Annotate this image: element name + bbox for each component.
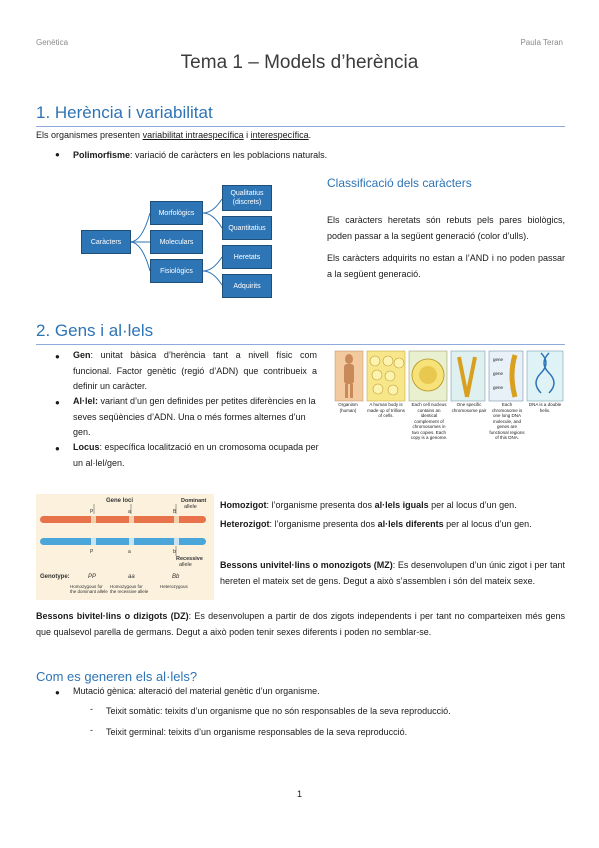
svg-text:B: B bbox=[173, 509, 177, 515]
svg-text:Bb: Bb bbox=[172, 574, 180, 580]
loci-caption: Homozygous for the recessive allele bbox=[110, 584, 149, 594]
svg-text:Genotype:: Genotype: bbox=[40, 574, 70, 580]
diagram-heretats: Heretats bbox=[222, 245, 272, 269]
section1-intro: Els organismes presenten variabilitat in… bbox=[36, 130, 312, 140]
figure-caption: Each chromosome is one long DNA molecule… bbox=[489, 402, 525, 440]
diagram-qualitatius: Qualitatius (discrets) bbox=[222, 185, 272, 211]
diagram-quantitatius: Quantitatius bbox=[222, 216, 272, 240]
figure-caption: DNA is a double helix. bbox=[528, 402, 562, 413]
svg-text:gene: gene bbox=[493, 371, 504, 376]
figure-caption: Organism (human) bbox=[338, 402, 358, 413]
svg-text:gene: gene bbox=[493, 357, 504, 362]
svg-text:gene: gene bbox=[493, 385, 504, 390]
header-right: Paula Teran bbox=[520, 38, 563, 47]
bullet-dot: ● bbox=[55, 444, 60, 453]
svg-text:aa: aa bbox=[128, 574, 135, 580]
classification-p1: Els caràcters heretats són rebuts pels p… bbox=[327, 215, 565, 241]
teixit-germinal: Teixit germinal: teixits d’un organisme … bbox=[106, 727, 408, 737]
dash-marker: - bbox=[90, 725, 93, 735]
svg-text:Dominant: Dominant bbox=[181, 498, 207, 504]
chromosome-top bbox=[40, 516, 206, 523]
homozigot-text: Homozigot: l’organisme presenta dos al·l… bbox=[220, 500, 517, 510]
heterozigot-text: Heterozigot: l’organisme presenta dos al… bbox=[220, 519, 532, 529]
diagram-adquirits: Adquirits bbox=[222, 274, 272, 298]
classification-p2: Els caràcters adquirits no estan a l’AND… bbox=[327, 253, 565, 279]
section2-rule bbox=[36, 344, 565, 345]
bullet-dot: ● bbox=[55, 352, 60, 361]
svg-text:PP: PP bbox=[88, 574, 96, 580]
classification-heading: Classificació dels caràcters bbox=[327, 176, 472, 190]
svg-text:a: a bbox=[128, 509, 131, 515]
svg-text:P: P bbox=[90, 549, 94, 555]
classification-connectors bbox=[129, 198, 223, 286]
svg-text:allele: allele bbox=[184, 504, 197, 510]
section3-heading: Com es generen els al·lels? bbox=[36, 669, 198, 684]
dash-marker: - bbox=[90, 704, 93, 714]
page-number: 1 bbox=[296, 789, 302, 799]
section1-heading: 1. Herència i variabilitat bbox=[36, 103, 213, 122]
diagram-morfologics: Morfològics bbox=[150, 201, 203, 225]
svg-text:a: a bbox=[128, 549, 131, 555]
figure-caption: A human body is made up of trillions of … bbox=[367, 402, 405, 418]
svg-text:allele: allele bbox=[179, 562, 192, 568]
diagram-moleculars: Moleculars bbox=[150, 230, 203, 254]
monozigots-text: Bessons univitel·lins o monozigots (MZ):… bbox=[220, 560, 565, 586]
bullet-dot: ● bbox=[55, 398, 60, 407]
svg-text:Recessive: Recessive bbox=[176, 556, 203, 562]
loci-caption: Homozygous for the dominant allele bbox=[70, 584, 108, 594]
section2-heading: 2. Gens i al·lels bbox=[36, 321, 154, 340]
organism-to-dna-figure: gene gene gene bbox=[333, 349, 565, 402]
gen-item: Gen: unitat bàsica d’herència tant a niv… bbox=[73, 350, 317, 391]
dizigots-text: Bessons bivitel·lins o dizigots (DZ): Es… bbox=[36, 611, 565, 637]
allel-item: Al·lel: variant d’un gen definides per p… bbox=[73, 396, 316, 437]
figure-caption: One specific chromosome pair bbox=[451, 402, 487, 413]
diagram-fisiologics: Fisiològics bbox=[150, 259, 203, 283]
mutacio-item: Mutació gènica: alteració del material g… bbox=[73, 686, 320, 696]
bullet-dot: ● bbox=[55, 688, 60, 697]
locus-item: Locus: específica localització en un cro… bbox=[73, 442, 319, 468]
section1-rule bbox=[36, 126, 565, 127]
figure-caption: Each cell nucleus contains an identical … bbox=[410, 402, 448, 440]
loci-caption: Heterozygous bbox=[160, 584, 188, 589]
svg-text:Gene loci: Gene loci bbox=[106, 498, 133, 504]
svg-text:P: P bbox=[90, 509, 94, 515]
teixit-somatic: Teixit somàtic: teixits d’un organisme q… bbox=[106, 706, 451, 716]
genes-panel bbox=[488, 350, 524, 402]
diagram-root: Caràcters bbox=[81, 230, 131, 254]
page-title: Tema 1 – Models d’herència bbox=[180, 52, 419, 73]
figure-captions: Organism (human) A human body is made up… bbox=[333, 402, 565, 446]
header-left: Genètica bbox=[36, 38, 69, 47]
bullet-dot: ● bbox=[55, 150, 60, 159]
svg-text:b: b bbox=[173, 549, 176, 555]
polimorfisme-item: Polimorfisme: variació de caràcters en l… bbox=[73, 150, 328, 160]
gene-loci-figure: Gene loci Dominant allele P a B P a b Re… bbox=[36, 494, 214, 600]
chromosome-bottom bbox=[40, 538, 206, 545]
